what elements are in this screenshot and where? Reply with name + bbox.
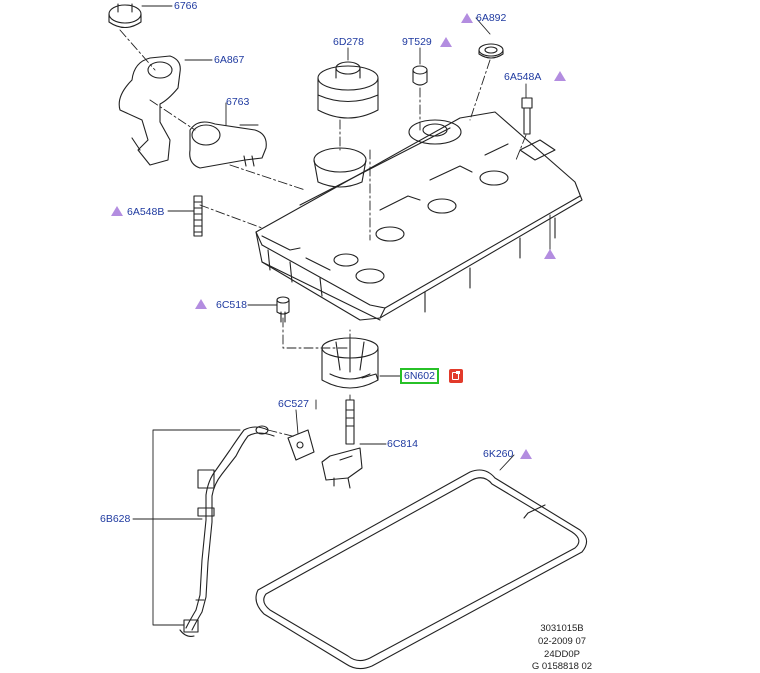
marker-triangle-icon-cover [544,249,556,259]
part-6K260-gasket [255,469,588,670]
marker-triangle-icon-9T529 [440,37,452,47]
footer-code-1: 3031015B [540,623,584,634]
footer-code-4: G 0158818 02 [531,661,593,672]
valve-cover [255,111,583,321]
leader-lines [119,29,527,438]
footer-code-2: 02-2009 07 [537,636,587,647]
marker-triangle-icon-6A548B [111,206,123,216]
marker-triangle-icon-6K260 [520,449,532,459]
marker-triangle-icon-6A548A [554,71,566,81]
label-6A892[interactable]: 6A892 [476,12,507,24]
label-6A548B[interactable]: 6A548B [127,206,165,218]
label-6B628[interactable]: 6B628 [100,513,131,525]
part-6A548A-bolt [521,97,533,135]
part-6A892-seal [478,43,504,59]
marker-triangle-icon-6C518 [195,299,207,309]
label-6C527[interactable]: 6C527 [278,398,309,410]
part-6D278-cap [317,61,379,119]
label-9T529[interactable]: 9T529 [402,36,432,48]
part-9T529-grommet [412,65,428,86]
part-6C527-bracket [287,429,315,461]
label-6763[interactable]: 6763 [226,96,250,108]
label-6D278[interactable]: 6D278 [333,36,364,48]
label-6N602-highlighted[interactable]: 6N602 [400,368,439,384]
part-6B628-hose [179,425,275,637]
part-6A867-bracket [118,55,181,166]
footer-code-3: 24DD0P [544,649,580,660]
label-6766[interactable]: 6766 [174,0,198,12]
label-6A548A[interactable]: 6A548A [504,71,542,83]
notes-badge-icon[interactable] [449,369,463,383]
part-6763-separator [189,121,267,169]
label-6C518[interactable]: 6C518 [216,299,247,311]
label-6C814[interactable]: 6C814 [387,438,418,450]
part-6N602-separator [321,337,379,389]
part-6C814-valve [321,399,363,489]
part-6C518-plug [276,296,290,323]
part-6A548B-stud [193,195,203,237]
marker-triangle-icon-6A892 [461,13,473,23]
label-6A867[interactable]: 6A867 [214,54,245,66]
part-6766-filler-cap [108,3,142,29]
leader-lines-6B628 [132,429,241,626]
label-6K260[interactable]: 6K260 [483,448,514,460]
